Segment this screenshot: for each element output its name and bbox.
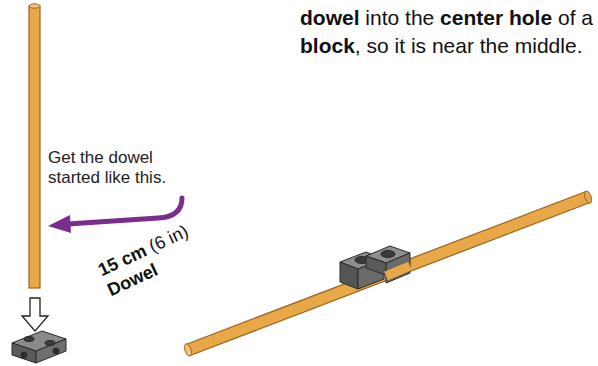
down-arrow: [22, 298, 48, 331]
purple-arrow: [48, 198, 182, 233]
small-block: [12, 331, 66, 363]
label-text: dowel: [300, 6, 360, 29]
label-text: into the: [365, 6, 434, 29]
label-text: center hole: [440, 6, 552, 29]
vertical-dowel: [29, 4, 40, 288]
center-block: [340, 246, 410, 289]
long-dowel: [183, 190, 593, 357]
label-text: , so it is near the middle.: [355, 34, 583, 57]
label-text: (6 in): [146, 221, 192, 256]
label-text: Get the dowel started like this.: [48, 148, 166, 187]
label-text: block: [300, 34, 355, 57]
hint-text-group: Get the dowel started like this.: [48, 148, 188, 189]
label-text: of a: [558, 6, 593, 29]
head-text-group: dowel into the center hole of a block, so…: [300, 4, 594, 61]
